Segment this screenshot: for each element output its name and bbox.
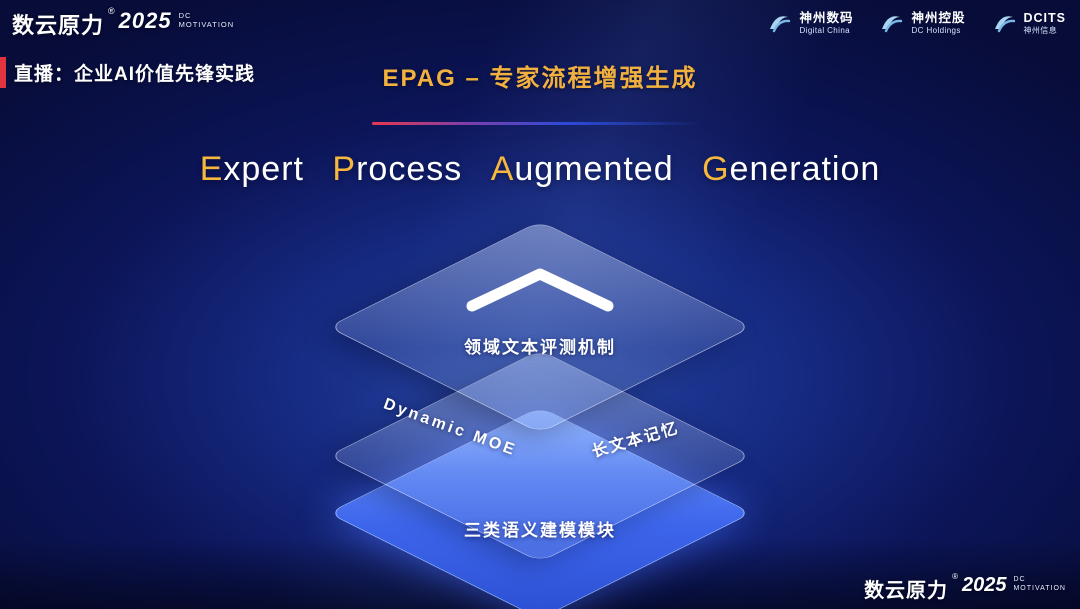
brand-logo: 数云原力®2025 DC MOTIVATION — [12, 6, 235, 40]
headline-word: Augmented — [491, 150, 674, 188]
headline-initial: P — [332, 150, 357, 188]
logo-dcits: DCITS 神州信息 — [992, 10, 1067, 36]
registered-mark: ® — [108, 6, 115, 16]
headline-word: Process — [332, 150, 462, 188]
headline-word: Generation — [702, 150, 880, 188]
headline-initial: A — [490, 150, 515, 188]
chevron-up-icon — [460, 262, 620, 317]
brand-year: 2025 — [118, 8, 172, 33]
headline-rest: eneration — [729, 150, 881, 188]
headline-rest: xpert — [223, 150, 304, 188]
headline-initial: E — [199, 150, 224, 188]
logo-name: 神州控股 — [911, 11, 966, 26]
partner-logos: 神州数码 Digital China 神州控股 DC Holdings DCIT… — [767, 10, 1066, 36]
footer-tagline-line2: MOTIVATION — [1013, 584, 1066, 592]
footer-brand-name: 数云原力 — [864, 580, 949, 602]
logo-name: 神州数码 — [799, 11, 854, 26]
logo-digital-china: 神州数码 Digital China — [767, 10, 853, 36]
swoosh-icon — [994, 16, 1015, 33]
footer-registered-mark: ® — [952, 572, 958, 581]
headline-rest: rocess — [356, 150, 463, 188]
brand-name: 数云原力 — [12, 13, 105, 38]
slide-title: EPAG – 专家流程增强生成 — [382, 65, 698, 92]
footer-tagline-line1: DC — [1013, 576, 1026, 583]
live-banner: 直播：企业AI价值先锋实践 — [0, 57, 255, 88]
logo-text: 神州数码 Digital China — [799, 11, 853, 35]
logo-subtitle: Digital China — [799, 25, 851, 35]
logo-text: DCITS 神州信息 — [1024, 11, 1067, 35]
gradient-divider — [372, 122, 702, 125]
headline-rest: ugmented — [514, 150, 674, 188]
top-layer-label: 领域文本评测机制 — [464, 338, 616, 357]
headline-initial: G — [702, 150, 730, 188]
swoosh-icon — [882, 16, 903, 33]
footer-brand-year: 2025 — [961, 574, 1007, 596]
brand-tagline-line1: DC — [178, 11, 192, 20]
headline: Expert Process Augmented Generation — [0, 150, 1080, 189]
brand-tagline-line2: MOTIVATION — [178, 20, 235, 30]
footer-brand-tagline: DC MOTIVATION — [1013, 574, 1066, 594]
swoosh-icon — [770, 16, 791, 33]
brand-tagline: DC MOTIVATION — [179, 8, 235, 30]
bottom-layer-label: 三类语义建模模块 — [464, 521, 616, 540]
headline-word: Expert — [200, 150, 304, 188]
logo-subtitle: DC Holdings — [911, 25, 961, 35]
logo-text: 神州控股 DC Holdings — [911, 11, 965, 35]
footer-brand-logo: 数云原力®2025 DC MOTIVATION — [864, 572, 1066, 603]
logo-subtitle: 神州信息 — [1023, 25, 1058, 35]
logo-dc-holdings: 神州控股 DC Holdings — [879, 10, 965, 36]
logo-name: DCITS — [1023, 11, 1066, 26]
layer-stack-diagram: 领域文本评测机制 Dynamic MOE 长文本记忆 三类语义建模模块 — [260, 220, 820, 609]
